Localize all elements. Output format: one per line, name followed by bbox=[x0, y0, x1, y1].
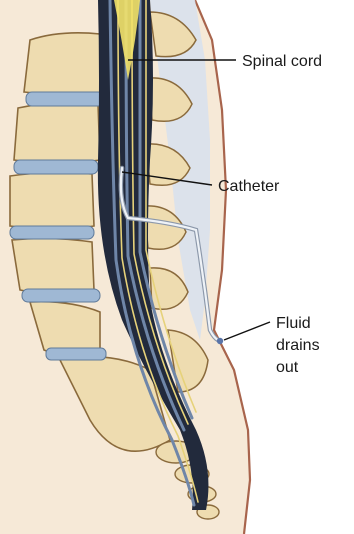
label-fluid-line1: Fluid bbox=[276, 315, 311, 332]
label-catheter: Catheter bbox=[218, 178, 280, 195]
disc-1 bbox=[26, 92, 104, 106]
catheter-exit bbox=[217, 338, 223, 344]
vertebra-l2 bbox=[14, 103, 100, 163]
vertebra-l4 bbox=[12, 238, 94, 294]
disc-2 bbox=[14, 160, 98, 174]
disc-5 bbox=[46, 348, 106, 360]
vertebra-l3 bbox=[10, 172, 94, 229]
label-spinal-cord: Spinal cord bbox=[242, 53, 322, 70]
leader-fluid bbox=[224, 322, 270, 340]
disc-3 bbox=[10, 226, 94, 239]
label-fluid-line2: drains bbox=[276, 337, 320, 354]
disc-4 bbox=[22, 289, 100, 302]
label-fluid-line3: out bbox=[276, 359, 299, 376]
vertebra-l1 bbox=[24, 33, 104, 94]
